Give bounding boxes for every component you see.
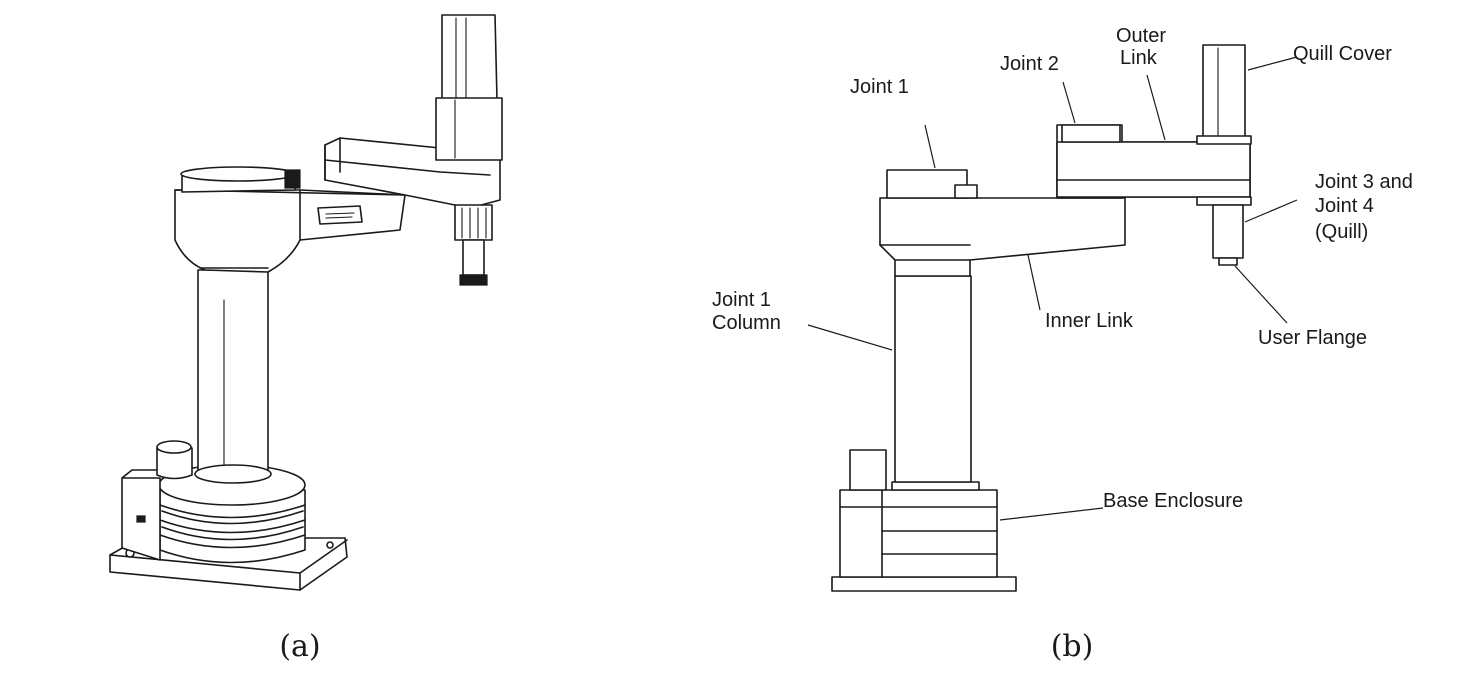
label-joint1-column-line1: Joint 1 (712, 289, 771, 311)
panel-a-joint1-column (194, 269, 272, 484)
label-user-flange: User Flange (1258, 327, 1367, 349)
panel-b-quill-cover (1196, 44, 1252, 206)
panel-b-quill (1212, 204, 1244, 266)
panel-a-quill-cover (435, 14, 503, 161)
label-joint34-line1: Joint 3 and (1315, 171, 1413, 193)
label-joint1: Joint 1 (850, 76, 909, 98)
label-joint1-column-line2: Column (712, 312, 781, 334)
panel-a-robot-perspective (109, 14, 503, 591)
label-base-enclosure: Base Enclosure (1103, 490, 1243, 512)
label-joint34-line3: (Quill) (1315, 221, 1368, 243)
label-joint34-line2: Joint 4 (1315, 195, 1374, 217)
label-quill-cover: Quill Cover (1293, 43, 1392, 65)
caption-b: (b) (1051, 629, 1094, 664)
panel-a-quill (454, 204, 493, 286)
label-outer-link-line2: Link (1120, 47, 1158, 69)
label-joint2: Joint 2 (1000, 53, 1059, 75)
panel-b-joint1-column (894, 275, 972, 483)
panel-b-leader-lines (807, 56, 1298, 521)
panel-b-robot-side-view (831, 44, 1252, 592)
label-inner-link: Inner Link (1045, 310, 1134, 332)
panel-b-base-enclosure (839, 449, 998, 578)
panel-b-base-plate (831, 576, 1017, 592)
caption-a: (a) (279, 629, 320, 664)
panel-b-inner-link (879, 169, 1126, 277)
panel-b-outer-link (1056, 124, 1251, 199)
label-outer-link-line1: Outer (1116, 25, 1166, 47)
panel-b-callout-labels: Joint 1 Joint 2 Outer Link Quill Cover J… (712, 25, 1413, 512)
panel-a-inner-link (174, 166, 406, 273)
